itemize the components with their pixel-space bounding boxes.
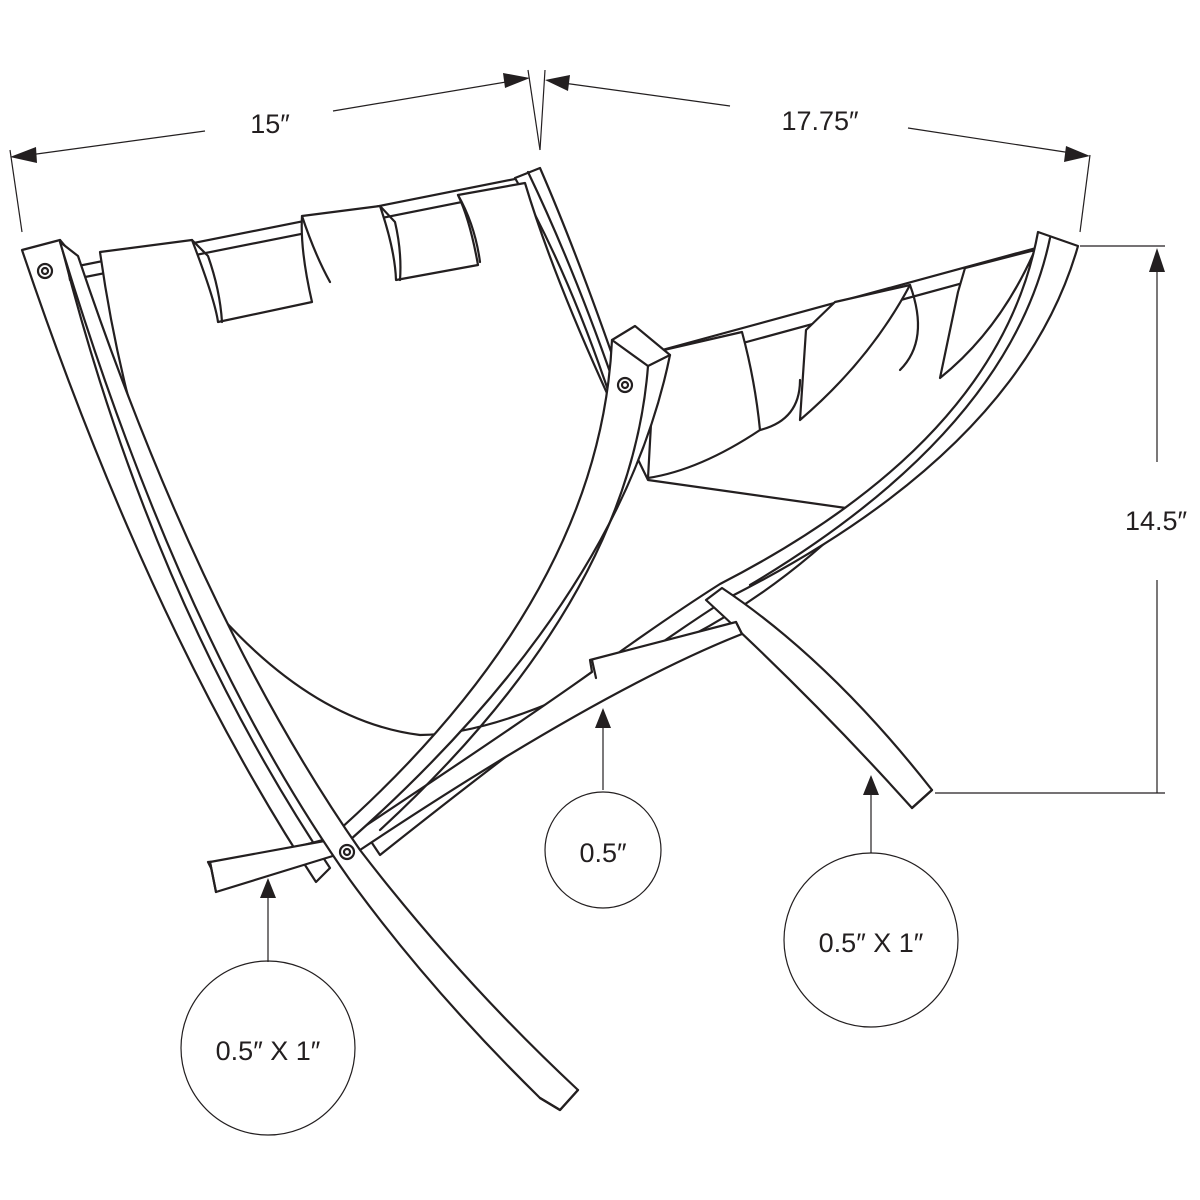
width-label: 15″ xyxy=(250,109,290,139)
back-cross-leg xyxy=(704,586,934,810)
dimension-width: 15″ xyxy=(9,69,541,233)
center-rod xyxy=(348,620,744,852)
center-rod-callout-label: 0.5″ xyxy=(579,838,627,868)
callout-left-leg: 0.5″ X 1″ xyxy=(180,878,356,1136)
dimension-depth: 17.75″ xyxy=(539,69,1091,233)
left-leg-callout-label: 0.5″ X 1″ xyxy=(216,1036,321,1066)
front-leg-left xyxy=(206,324,672,894)
height-label: 14.5″ xyxy=(1125,506,1188,536)
leg-left-main xyxy=(58,240,580,1112)
front-sling-loops xyxy=(646,248,1037,480)
callout-right-leg: 0.5″ X 1″ xyxy=(783,775,959,1028)
callout-center-rod: 0.5″ xyxy=(544,708,662,909)
depth-label: 17.75″ xyxy=(781,106,859,136)
right-leg-callout-label: 0.5″ X 1″ xyxy=(819,928,924,958)
dimension-height: 14.5″ xyxy=(935,245,1188,794)
leather-sling xyxy=(98,181,862,737)
